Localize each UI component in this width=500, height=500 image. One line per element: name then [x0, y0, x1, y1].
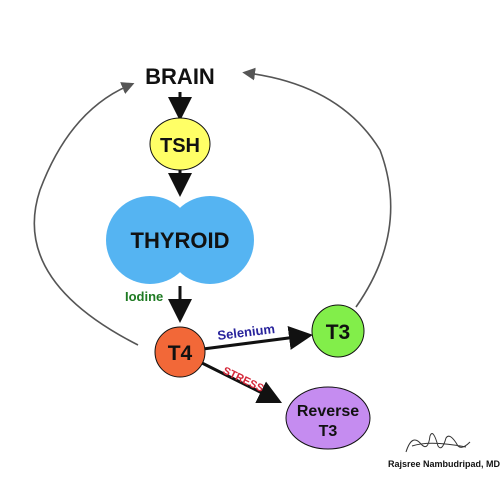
tsh-label: TSH — [160, 135, 200, 157]
thyroid-label: THYROID — [131, 228, 230, 253]
feedback-arrow-right — [242, 67, 392, 308]
t4-label: T4 — [168, 342, 193, 365]
thyroid-node — [106, 196, 254, 284]
arrow-t4-to-t3 — [202, 326, 313, 351]
t3-label: T3 — [326, 321, 351, 344]
brain-label: BRAIN — [145, 64, 215, 89]
arrow-t4-to-reverse-t3 — [199, 360, 283, 404]
tsh-node — [149, 117, 211, 171]
reverse-t3-node — [285, 386, 371, 450]
t3-node — [311, 304, 365, 358]
feedback-arrow-left — [33, 82, 139, 346]
reverse-t3-label-line2: T3 — [319, 423, 338, 440]
stress-label: STRESS — [221, 365, 266, 395]
selenium-label: Selenium — [217, 321, 276, 343]
reverse-t3-label-line1: Reverse — [297, 403, 359, 420]
author-credit: Rajsree Nambudripad, MD — [388, 459, 500, 469]
iodine-label: Iodine — [125, 289, 163, 304]
t4-node — [154, 326, 206, 378]
signature-scribble — [405, 433, 471, 453]
